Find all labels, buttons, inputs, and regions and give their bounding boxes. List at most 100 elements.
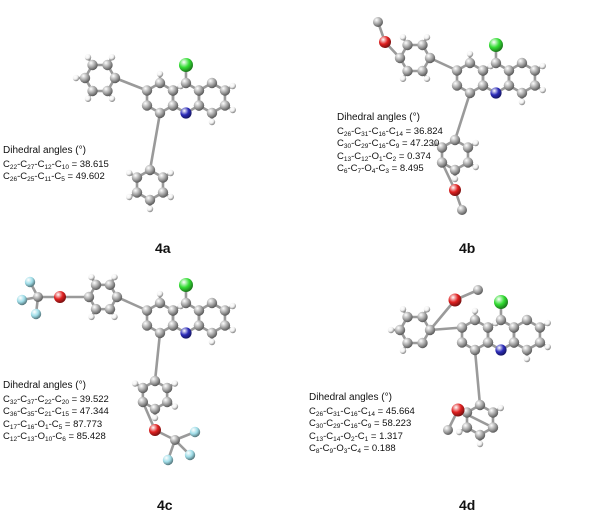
- carbon-atom: [161, 396, 173, 408]
- carbon-atom: [206, 107, 218, 119]
- bond: [115, 295, 149, 312]
- carbon-atom: [104, 303, 116, 315]
- carbon-atom: [104, 279, 116, 291]
- bond: [428, 298, 457, 332]
- hydrogen-atom: [476, 440, 484, 448]
- carbon-atom: [449, 134, 461, 146]
- molecule-4a: [72, 54, 236, 213]
- bond: [428, 326, 464, 332]
- carbon-atom: [137, 382, 149, 394]
- chlorine-atom: [178, 278, 193, 292]
- molecule-4d: [387, 285, 551, 448]
- carbon-atom: [149, 375, 161, 387]
- carbon-atom: [180, 297, 192, 309]
- carbon-atom: [443, 425, 453, 435]
- oxygen-atom: [379, 36, 391, 48]
- carbon-atom: [529, 65, 541, 76]
- hydrogen-atom: [156, 290, 164, 298]
- carbon-atom: [424, 52, 436, 64]
- hydrogen-atom: [126, 169, 133, 177]
- dihedral-angle-4a-1: C22-C27-C12-C10 = 38.615: [3, 158, 109, 171]
- carbon-atom: [33, 292, 43, 302]
- carbon-atom: [495, 314, 507, 326]
- carbon-atom: [417, 337, 428, 349]
- carbon-atom: [417, 65, 428, 77]
- bond: [453, 91, 472, 142]
- nitrogen-atom: [180, 107, 192, 119]
- hydrogen-atom: [518, 98, 526, 106]
- carbon-atom: [521, 344, 533, 356]
- hydrogen-atom: [387, 326, 395, 334]
- fluorine-atom: [189, 426, 201, 438]
- carbon-atom: [462, 142, 474, 153]
- hydrogen-atom: [131, 380, 139, 387]
- carbon-atom: [534, 337, 546, 348]
- hydrogen-atom: [229, 302, 236, 310]
- angles-4b: Dihedral angles (°) C26-C31-C16-C14 = 36…: [337, 112, 443, 176]
- hydrogen-atom: [523, 355, 531, 363]
- carbon-atom: [473, 285, 483, 295]
- fluorine-atom: [16, 294, 28, 306]
- fluorine-atom: [184, 449, 196, 461]
- fluorine-atom: [162, 454, 174, 466]
- bond: [473, 348, 482, 407]
- hydrogen-atom: [111, 313, 118, 321]
- carbon-atom: [102, 85, 113, 97]
- carbon-atom: [193, 305, 205, 316]
- carbon-atom: [157, 187, 169, 198]
- carbon-atom: [149, 403, 161, 415]
- panel-label-4d: 4d: [459, 497, 476, 513]
- hydrogen-atom: [171, 380, 179, 387]
- carbon-atom: [157, 172, 169, 183]
- chlorine-atom: [488, 38, 503, 52]
- hydrogen-atom: [156, 70, 164, 78]
- carbon-atom: [193, 85, 205, 96]
- carbon-atom: [436, 157, 448, 168]
- hydrogen-atom: [208, 338, 216, 346]
- hydrogen-atom: [423, 75, 431, 82]
- carbon-atom: [141, 320, 153, 331]
- carbon-atom: [206, 327, 218, 339]
- hydrogen-atom: [167, 193, 174, 201]
- hydrogen-atom: [472, 139, 479, 147]
- carbon-atom: [83, 291, 95, 303]
- carbon-atom: [477, 65, 489, 76]
- hydrogen-atom: [539, 62, 546, 70]
- hydrogen-atom: [399, 306, 407, 313]
- carbon-atom: [167, 85, 179, 96]
- carbon-atom: [141, 305, 153, 316]
- carbon-atom: [451, 65, 463, 76]
- carbon-atom: [109, 72, 121, 84]
- hydrogen-atom: [229, 326, 236, 334]
- bond: [153, 331, 162, 383]
- carbon-atom: [464, 87, 476, 99]
- carbon-atom: [219, 320, 231, 331]
- carbon-atom: [469, 344, 481, 356]
- carbon-atom: [436, 142, 448, 153]
- hydrogen-atom: [423, 34, 431, 41]
- dihedral-angle-4b-2: C30-C29-C16-C9 = 47.230: [337, 138, 440, 150]
- carbon-atom: [508, 337, 520, 348]
- carbon-atom: [144, 164, 156, 176]
- carbon-atom: [90, 279, 102, 291]
- nitrogen-atom: [495, 344, 507, 356]
- dihedral-angle-4b-3: C13-C12-O1-C2 = 0.374: [337, 150, 431, 163]
- hydrogen-atom: [466, 50, 474, 58]
- carbon-atom: [79, 72, 91, 84]
- hydrogen-atom: [88, 313, 95, 321]
- dihedral-angle-4d-2: C30-C29-C16-C9 = 58.223: [309, 418, 412, 430]
- carbon-atom: [508, 322, 520, 333]
- carbon-atom: [449, 164, 461, 176]
- bond: [113, 76, 149, 92]
- carbon-atom: [141, 85, 153, 96]
- molecule-4b: [373, 17, 546, 215]
- hydrogen-atom: [171, 403, 179, 410]
- carbon-atom: [503, 80, 515, 91]
- carbon-atom: [482, 322, 494, 333]
- oxygen-atom: [449, 184, 461, 196]
- carbon-atom: [417, 39, 428, 51]
- carbon-atom: [170, 435, 180, 445]
- hydrogen-atom: [111, 273, 118, 281]
